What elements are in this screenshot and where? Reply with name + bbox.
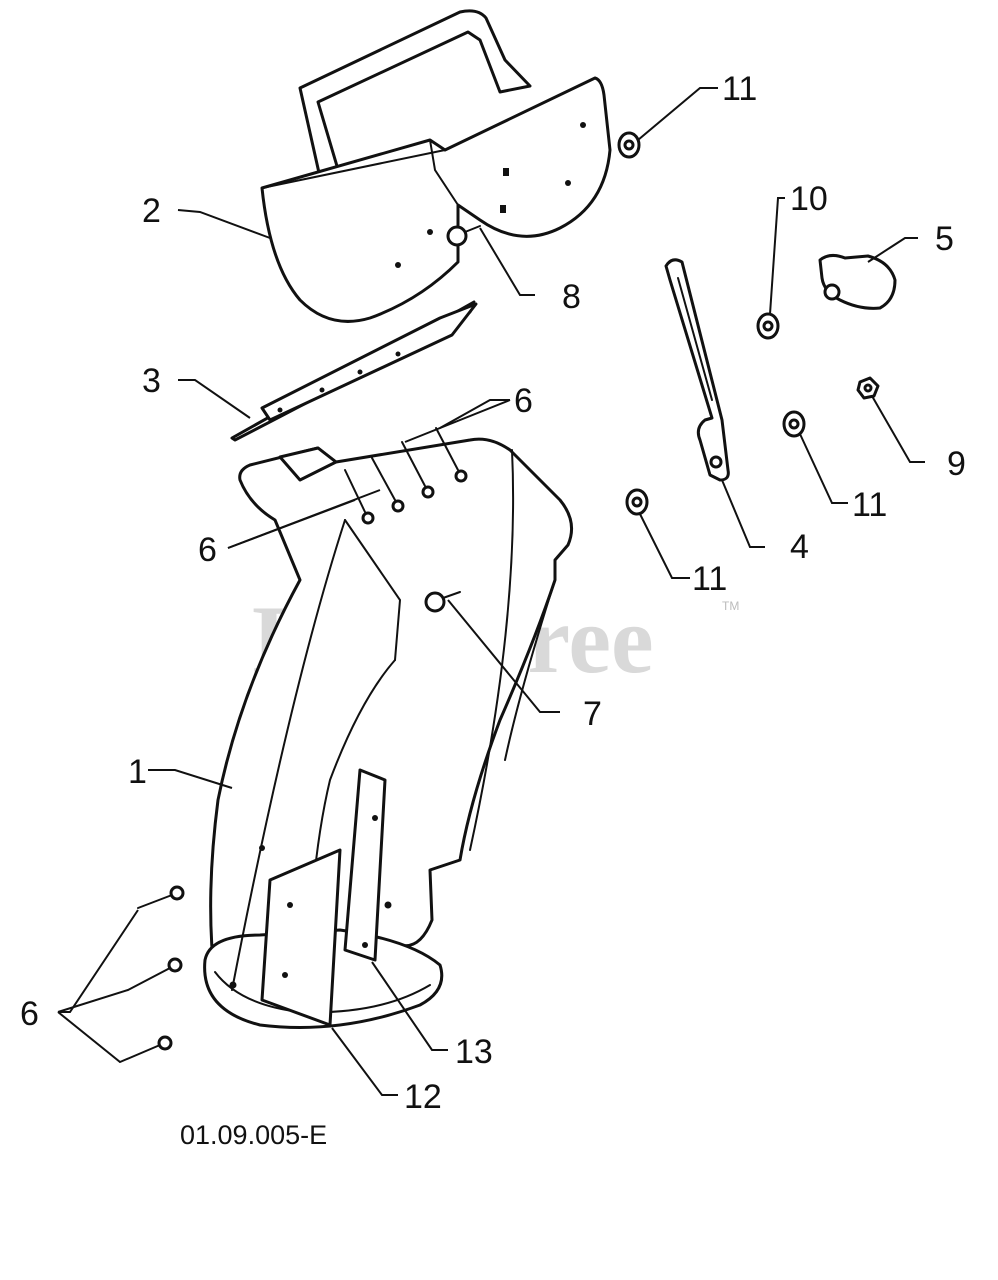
callout-3: 3 xyxy=(142,362,161,400)
hardware xyxy=(617,131,897,516)
callout-10: 10 xyxy=(790,180,828,218)
callout-5: 5 xyxy=(935,220,954,258)
callout-6-mid: 6 xyxy=(198,531,217,569)
callout-6-left: 6 xyxy=(20,995,39,1033)
rivets-top xyxy=(344,427,468,525)
callout-13: 13 xyxy=(455,1033,493,1071)
part-1-chute xyxy=(203,437,574,1029)
callout-12: 12 xyxy=(404,1078,442,1116)
part-7-pin xyxy=(424,591,461,613)
leader-lines xyxy=(57,87,925,1096)
part-2-deflector xyxy=(260,9,612,323)
drawing-number: 01.09.005-E xyxy=(180,1120,327,1150)
callout-1: 1 xyxy=(128,753,147,791)
callout-11-mid: 11 xyxy=(852,486,887,524)
callout-11-low: 11 xyxy=(692,560,727,598)
callouts: 2 3 1 6 6 6 8 7 11 10 5 9 11 4 11 13 12 xyxy=(20,70,966,1116)
callout-4: 4 xyxy=(790,528,809,566)
part-4-bracket xyxy=(664,258,730,482)
callout-2: 2 xyxy=(142,192,161,230)
callout-9: 9 xyxy=(947,445,966,483)
watermark-trademark: TM xyxy=(722,599,739,613)
part-3-blade xyxy=(230,300,478,442)
callout-8: 8 xyxy=(562,278,581,316)
callout-7: 7 xyxy=(583,695,602,733)
rivets-left xyxy=(119,885,185,1063)
callout-6-top: 6 xyxy=(514,382,533,420)
callout-11-top: 11 xyxy=(722,70,757,108)
